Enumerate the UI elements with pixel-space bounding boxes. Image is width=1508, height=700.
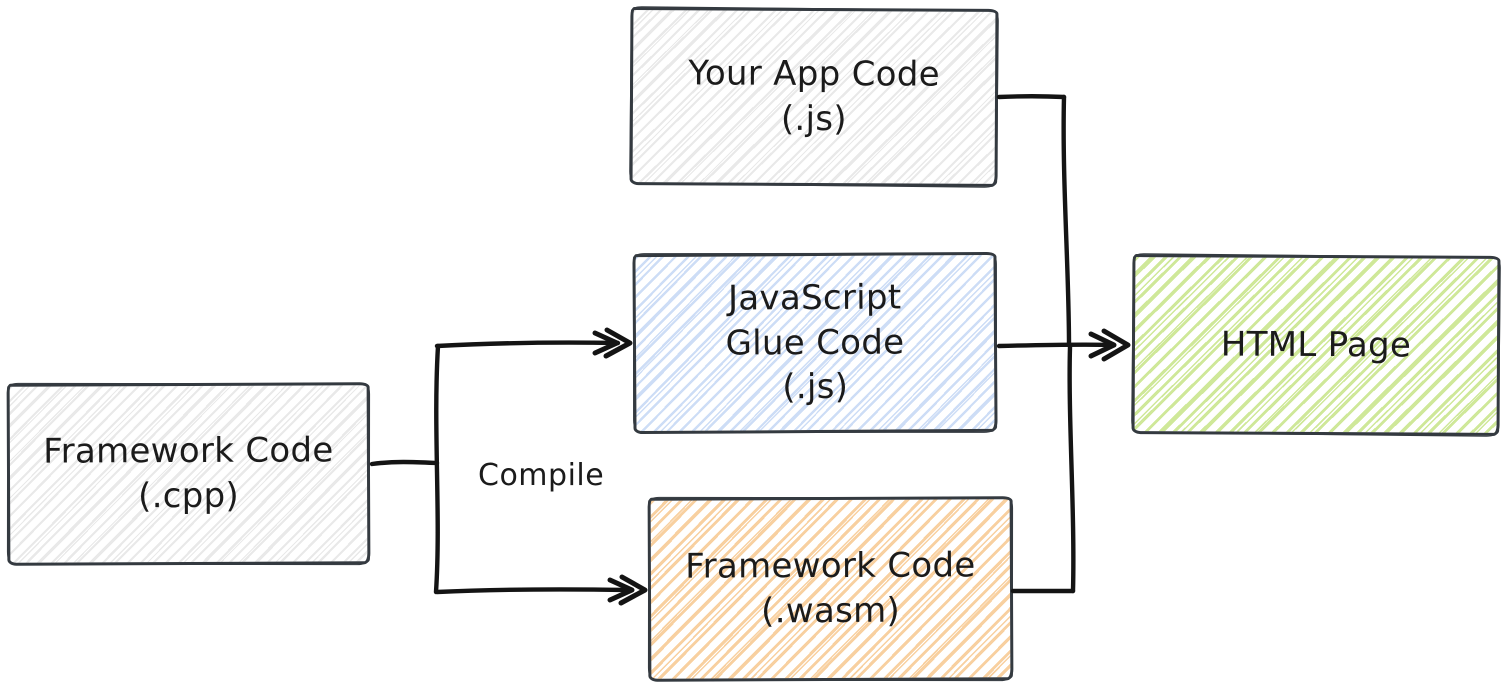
node-js-glue-code: JavaScript Glue Code (.js) bbox=[632, 251, 998, 435]
node-label-line: Framework Code bbox=[43, 430, 334, 472]
arrowhead-to-wasm-inner-icon bbox=[607, 577, 635, 603]
node-label-line: (.js) bbox=[780, 98, 847, 140]
edge-to-glue bbox=[434, 340, 621, 349]
edge-app-out bbox=[996, 94, 1067, 100]
node-label-line: JavaScript bbox=[727, 277, 902, 319]
node-html-page-label: HTML Page bbox=[1221, 322, 1412, 368]
node-html-page: HTML Page bbox=[1131, 254, 1501, 436]
node-js-glue-code-label: JavaScript Glue Code (.js) bbox=[725, 275, 905, 411]
edge-wasm-up bbox=[1067, 344, 1076, 594]
node-label-line: (.cpp) bbox=[137, 475, 240, 517]
node-your-app-code: Your App Code (.js) bbox=[629, 7, 999, 187]
edge-trunk-vertical bbox=[433, 343, 441, 595]
arrowhead-to-glue-inner-icon bbox=[592, 330, 620, 356]
arrowhead-to-wasm-icon bbox=[618, 574, 648, 606]
node-label-line: Glue Code bbox=[725, 322, 905, 364]
edge-app-down bbox=[1061, 94, 1072, 348]
node-label-line: Your App Code bbox=[688, 53, 941, 95]
node-label-line: HTML Page bbox=[1220, 324, 1412, 366]
arrowhead-to-html-icon bbox=[1101, 328, 1131, 362]
arrowhead-to-html-inner-icon bbox=[1088, 331, 1117, 359]
node-framework-wasm-label: Framework Code (.wasm) bbox=[685, 543, 976, 634]
edge-label-compile: Compile bbox=[478, 458, 605, 493]
edge-glue-to-html bbox=[996, 342, 1117, 349]
node-label-line: (.js) bbox=[782, 367, 849, 408]
node-label-line: (.wasm) bbox=[761, 590, 901, 632]
node-framework-cpp-label: Framework Code (.cpp) bbox=[43, 428, 334, 519]
node-framework-cpp: Framework Code (.cpp) bbox=[6, 382, 371, 566]
node-your-app-code-label: Your App Code (.js) bbox=[688, 51, 940, 142]
node-label-line: Framework Code bbox=[685, 545, 976, 587]
edge-cpp-out bbox=[369, 459, 440, 467]
node-framework-wasm: Framework Code (.wasm) bbox=[647, 496, 1014, 682]
arrowhead-to-glue-icon bbox=[603, 327, 633, 359]
edge-to-wasm bbox=[434, 587, 633, 595]
